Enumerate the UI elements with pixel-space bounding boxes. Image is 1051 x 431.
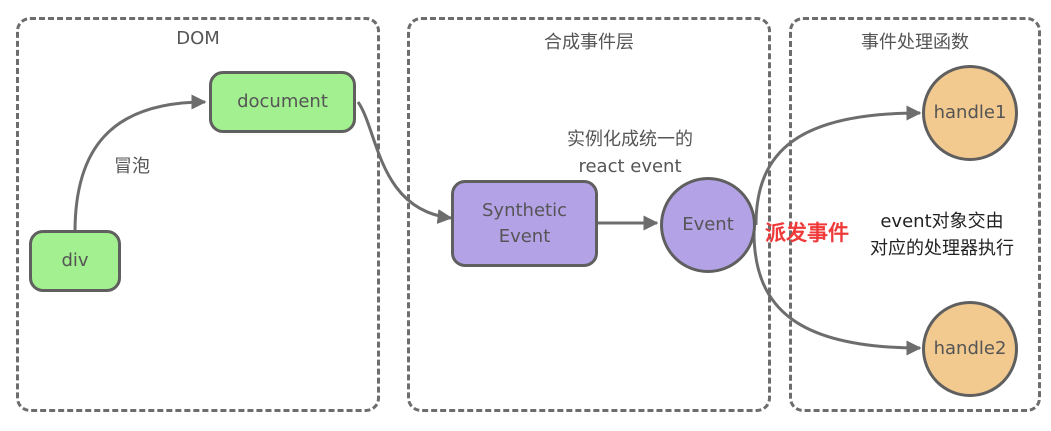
- dispatch-to-handle2-arrow: [752, 231, 922, 356]
- dispatch-label: 派发事件: [765, 221, 849, 245]
- event-node: Event: [660, 177, 756, 273]
- dom-region: DOM: [16, 17, 380, 412]
- dispatch-to-handle1-arrow: [754, 105, 922, 226]
- instantiate-label: 实例化成统一的 react event: [567, 129, 693, 177]
- document-to-synthetic-arrow: [356, 101, 453, 224]
- handle2-node: handle2: [922, 301, 1018, 397]
- event-handlers-region: 事件处理函数: [789, 17, 1041, 412]
- bubble-arrow: [73, 94, 207, 233]
- synthetic-event-layer-title: 合成事件层: [544, 32, 634, 53]
- dom-region-title: DOM: [176, 28, 220, 49]
- div-node: div: [29, 230, 121, 292]
- handle1-node: handle1: [922, 65, 1018, 161]
- synthetic-event-node: Synthetic Event: [451, 180, 598, 267]
- handle-by-label: event对象交由 对应的处理器执行: [870, 211, 1014, 259]
- synthetic-event-layer-region: 合成事件层: [407, 17, 771, 412]
- event-handlers-title: 事件处理函数: [861, 32, 969, 53]
- bubble-label: 冒泡: [114, 156, 150, 177]
- document-node: document: [209, 71, 356, 133]
